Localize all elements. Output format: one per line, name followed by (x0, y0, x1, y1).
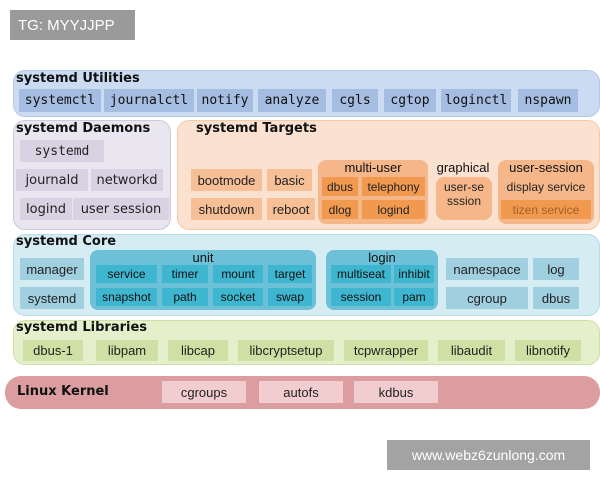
us-display-service: display service (506, 179, 586, 194)
core-namespace: namespace (446, 258, 528, 280)
core-log: log (533, 258, 579, 280)
daemon-systemd: systemd (20, 140, 104, 162)
util-cgtop: cgtop (384, 89, 436, 112)
target-basic: basic (267, 169, 312, 191)
kernel-kdbus: kdbus (354, 381, 438, 403)
watermark-bottom: www.webz6zunlong.com (387, 440, 590, 470)
libraries-title: systemd Libraries (16, 320, 148, 335)
core-cgroup: cgroup (446, 287, 528, 309)
unit-service: service (96, 265, 157, 283)
kernel-title: Linux Kernel (17, 384, 109, 399)
util-systemctl: systemctl (19, 89, 101, 112)
graphical-user-sesssion-label: user-sesssion (444, 180, 485, 208)
targets-title: systemd Targets (196, 121, 317, 136)
daemon-logind: logind (20, 198, 72, 220)
lib-dbus-1: dbus-1 (23, 340, 83, 361)
unit-path: path (162, 288, 208, 306)
util-cgls: cgls (332, 89, 378, 112)
mu-logind: logind (362, 200, 425, 219)
util-notify: notify (197, 89, 253, 112)
unit-target: target (268, 265, 312, 283)
unit-swap: swap (268, 288, 312, 306)
mu-dbus: dbus (322, 177, 358, 196)
watermark-top: TG: MYYJJPP (10, 10, 135, 40)
kernel-cgroups: cgroups (162, 381, 246, 403)
login-session: session (331, 288, 391, 306)
target-bootmode: bootmode (191, 169, 262, 191)
login-title: login (368, 250, 396, 265)
core-dbus: dbus (533, 287, 579, 309)
mu-dlog: dlog (322, 200, 358, 219)
lib-libpam: libpam (96, 340, 158, 361)
unit-snapshot: snapshot (96, 288, 157, 306)
util-nspawn: nspawn (518, 89, 578, 112)
util-analyze: analyze (258, 89, 326, 112)
core-manager: manager (20, 258, 84, 280)
unit-socket: socket (213, 288, 263, 306)
target-shutdown: shutdown (191, 198, 262, 220)
login-inhibit: inhibit (394, 265, 434, 283)
utilities-title: systemd Utilities (16, 71, 140, 86)
lib-libcryptsetup: libcryptsetup (238, 340, 334, 361)
daemon-networkd: networkd (91, 169, 163, 191)
us-tizen-service: tizen service (501, 200, 591, 219)
unit-timer: timer (162, 265, 208, 283)
lib-tcpwrapper: tcpwrapper (344, 340, 428, 361)
graphical-title: graphical (436, 160, 490, 175)
lib-libaudit: libaudit (438, 340, 505, 361)
kernel-autofs: autofs (259, 381, 343, 403)
unit-mount: mount (213, 265, 263, 283)
login-multiseat: multiseat (331, 265, 391, 283)
util-loginctl: loginctl (441, 89, 511, 112)
user-session-title: user-session (509, 160, 583, 175)
graphical-group (436, 177, 492, 220)
daemons-title: systemd Daemons (16, 121, 151, 136)
daemon-journald: journald (16, 169, 88, 191)
login-pam: pam (394, 288, 434, 306)
util-journalctl: journalctl (104, 89, 194, 112)
target-reboot: reboot (267, 198, 315, 220)
daemon-user-session: user session (73, 198, 169, 220)
mu-telephony: telephony (362, 177, 425, 196)
graphical-user-sesssion: user-sesssion (438, 180, 490, 218)
unit-title: unit (192, 250, 214, 265)
core-systemd: systemd (20, 287, 84, 309)
lib-libcap: libcap (168, 340, 228, 361)
lib-libnotify: libnotify (515, 340, 581, 361)
multi-user-title: multi-user (344, 160, 402, 175)
core-title: systemd Core (16, 234, 117, 249)
